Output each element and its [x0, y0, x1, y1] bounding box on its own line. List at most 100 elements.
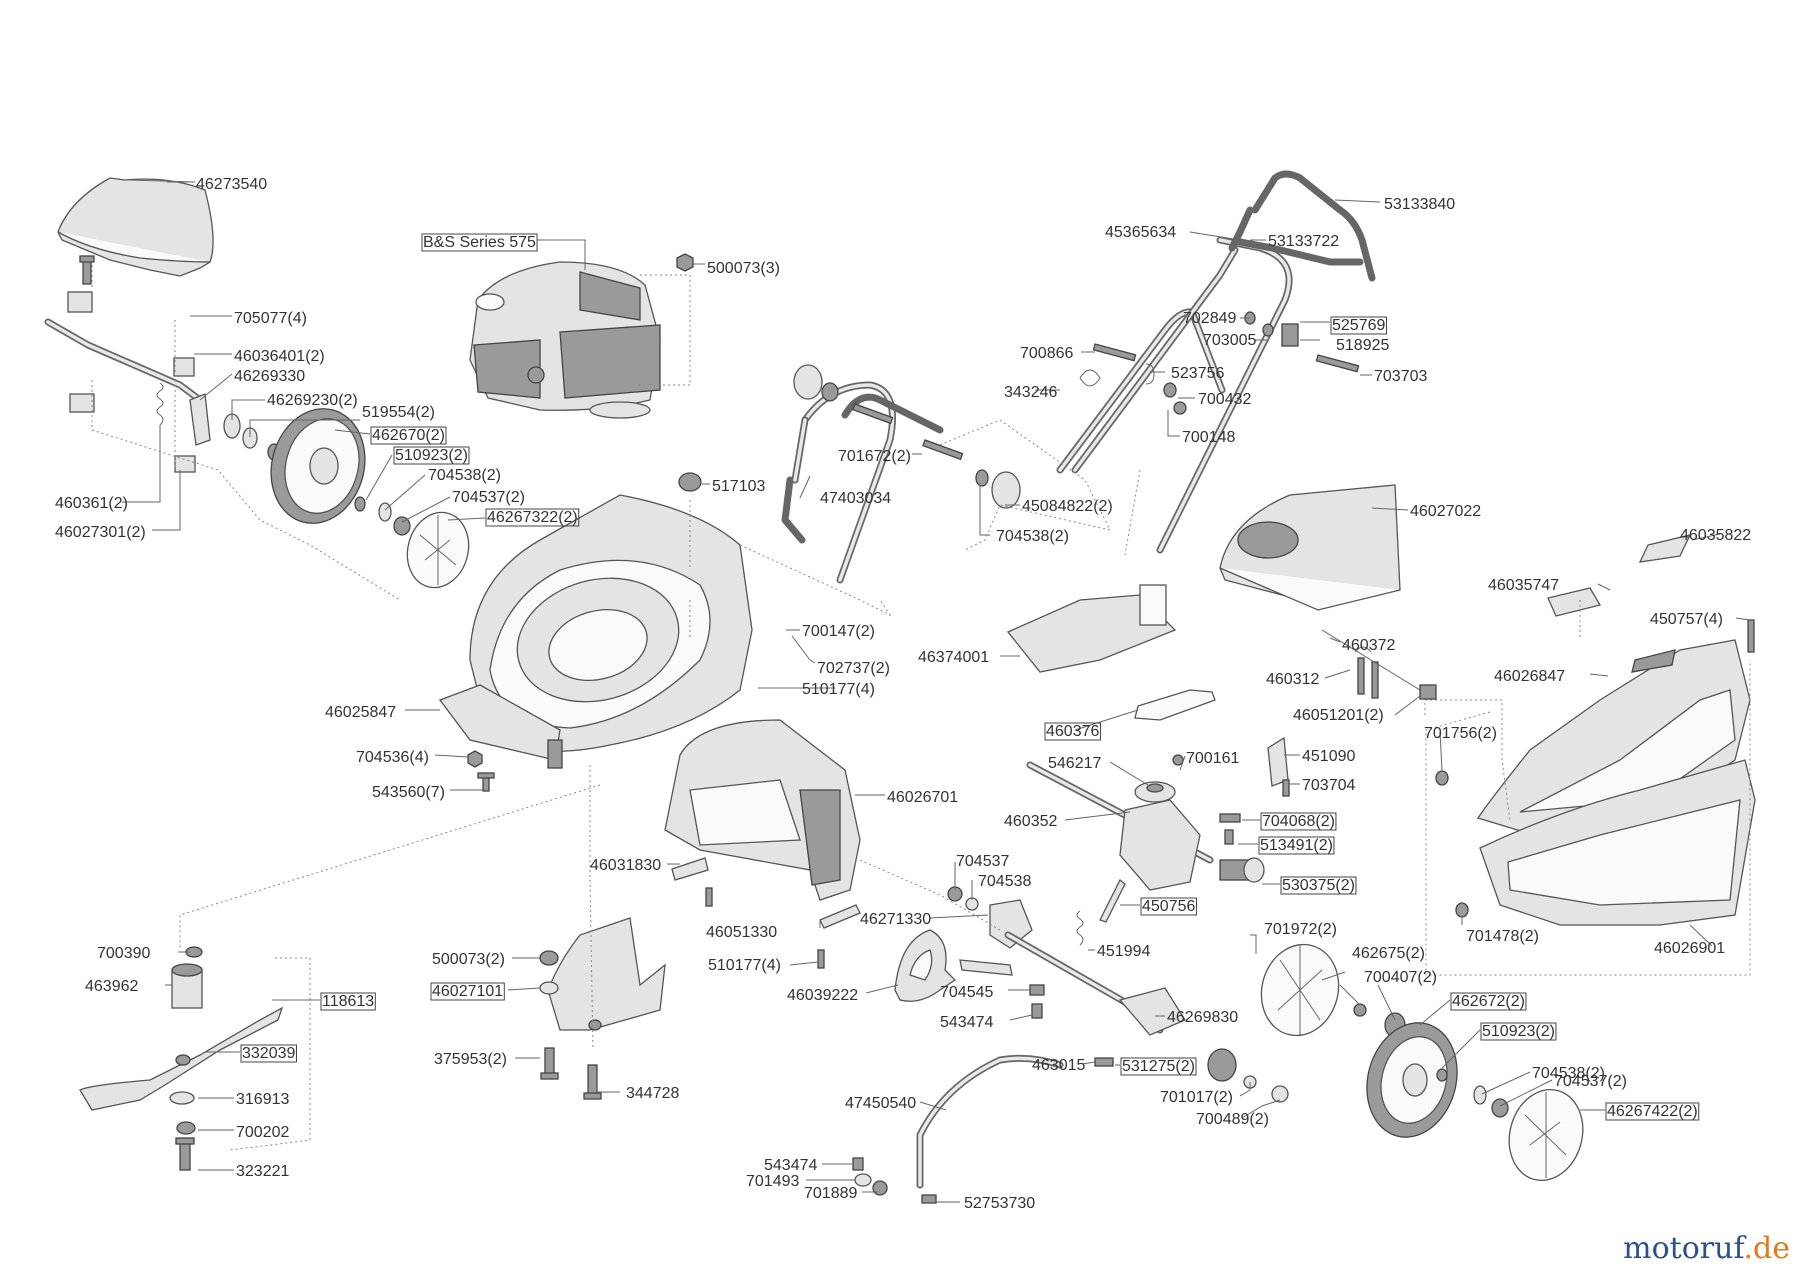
- label-box: [421, 233, 538, 252]
- gearbox-part: [1026, 754, 1265, 891]
- label-box: [370, 426, 447, 445]
- part-number-label: 704538(2): [996, 528, 1069, 545]
- part-number-label: 546217: [1048, 755, 1101, 772]
- part-number-label: 701478(2): [1466, 928, 1539, 945]
- part-number-label: 700489(2): [1196, 1111, 1269, 1128]
- part-number-label: 46031830: [590, 857, 661, 874]
- cable-bracket-part: [1267, 736, 1290, 797]
- part-number-label: 700866: [1020, 345, 1073, 362]
- part-number-label: 510177(4): [802, 681, 875, 698]
- part-number-label: 523756: [1171, 365, 1224, 382]
- motoruf-watermark: motoruf.de: [1623, 1231, 1790, 1266]
- boxed-part-number-label: 513491(2): [1260, 837, 1333, 854]
- boxed-part-number-label: 46267322(2): [487, 509, 578, 526]
- label-box: [1280, 876, 1357, 895]
- part-number-label: 463015: [1032, 1057, 1085, 1074]
- front-axle-part: [1004, 931, 1186, 1036]
- part-number-label: 450757(4): [1650, 611, 1723, 628]
- label-box: [1260, 812, 1337, 831]
- boxed-part-number-label: 460376: [1046, 723, 1099, 740]
- part-number-label: 46027301(2): [55, 524, 146, 541]
- part-number-label: 46269230(2): [267, 392, 358, 409]
- part-number-label: 704538(2): [1532, 1065, 1605, 1082]
- nut-part: [678, 472, 702, 492]
- part-number-label: 47403034: [820, 490, 891, 507]
- part-number-label: 703005: [1203, 332, 1256, 349]
- part-number-label: 543560(7): [372, 784, 445, 801]
- part-number-label: 45365634: [1105, 224, 1176, 241]
- part-number-label: 344728: [626, 1085, 679, 1102]
- part-number-label: 701017(2): [1160, 1089, 1233, 1106]
- part-number-label: 704537(2): [1554, 1073, 1627, 1090]
- part-number-label: 46271330: [860, 911, 931, 928]
- part-number-label: 45084822(2): [1022, 498, 1113, 515]
- label-box: [1480, 1022, 1557, 1041]
- label-box: [430, 982, 505, 1001]
- front-lever-part: [852, 1054, 1064, 1204]
- part-number-label: 704545: [940, 984, 993, 1001]
- part-number-label: 46269830: [1167, 1009, 1238, 1026]
- lower-handle-part: [781, 381, 944, 584]
- label-box: [1044, 722, 1101, 741]
- nut-part: [676, 253, 694, 272]
- part-number-label: 46273540: [196, 176, 267, 193]
- spring-part: [156, 382, 164, 426]
- part-number-label: 702737(2): [817, 660, 890, 677]
- part-number-label: 46035747: [1488, 577, 1559, 594]
- part-number-label: 700148: [1182, 429, 1235, 446]
- part-number-label: 460361(2): [55, 495, 128, 512]
- part-number-label: 703704: [1302, 777, 1355, 794]
- part-number-label: 543474: [764, 1157, 817, 1174]
- label-box: [393, 446, 470, 465]
- part-number-label: 451994: [1097, 943, 1150, 960]
- boxed-part-number-label: 462670(2): [372, 427, 445, 444]
- part-number-label: 700407(2): [1364, 969, 1437, 986]
- label-box: [1330, 316, 1387, 335]
- part-number-label: 323221: [236, 1163, 289, 1180]
- part-number-label: 701493: [746, 1173, 799, 1190]
- part-number-label: 700202: [236, 1124, 289, 1141]
- part-number-label: 705077(4): [234, 310, 307, 327]
- assembly-lines: [91, 265, 1751, 1151]
- catcher-lid-part: [1219, 484, 1401, 611]
- boxed-part-number-label: 531275(2): [1122, 1058, 1195, 1075]
- part-number-label: 701889: [804, 1185, 857, 1202]
- bracket-part: [671, 857, 713, 907]
- deflector-part: [547, 917, 666, 1031]
- part-number-label: 704537(2): [452, 489, 525, 506]
- label-box: [1258, 836, 1335, 855]
- rear-cover-part: [57, 177, 214, 277]
- part-number-label: 46374001: [918, 649, 989, 666]
- part-number-label: 343246: [1004, 384, 1057, 401]
- height-axle-part: [44, 291, 204, 473]
- part-number-label: 701756(2): [1424, 725, 1497, 742]
- part-number-label: 46036401(2): [234, 348, 325, 365]
- rear-wheel-part: [270, 408, 411, 536]
- part-number-label: 518925: [1336, 337, 1389, 354]
- watermark-tld: .de: [1743, 1231, 1791, 1266]
- part-number-label: 700161: [1186, 750, 1239, 767]
- boxed-part-number-label: B&S Series 575: [423, 234, 536, 251]
- bolt-part: [539, 950, 602, 1100]
- part-number-label: 704537: [956, 853, 1009, 870]
- height-lever-part: [189, 393, 211, 446]
- part-number-label: 510177(4): [708, 957, 781, 974]
- part-number-label: 517103: [712, 478, 765, 495]
- grip-part: [894, 929, 957, 1002]
- screw-part: [79, 255, 95, 285]
- boxed-part-number-label: 46027101: [432, 983, 503, 1000]
- nut-part: [467, 750, 495, 792]
- part-number-label: 704536(4): [356, 749, 429, 766]
- part-number-label: 52753730: [964, 1195, 1035, 1212]
- adjuster-bracket-part: [947, 886, 1033, 949]
- boxed-part-number-label: 704068(2): [1262, 813, 1335, 830]
- boxed-part-number-label: 118613: [322, 993, 374, 1010]
- boxed-part-number-label: 510923(2): [395, 447, 468, 464]
- part-number-label: 704538(2): [428, 467, 501, 484]
- watermark-brand: motoruf: [1623, 1231, 1744, 1266]
- washer-part: [223, 413, 281, 461]
- label-box: [1450, 992, 1527, 1011]
- label-box: [485, 508, 580, 527]
- label-box: [240, 1044, 297, 1063]
- label-boxes: [240, 233, 1700, 1121]
